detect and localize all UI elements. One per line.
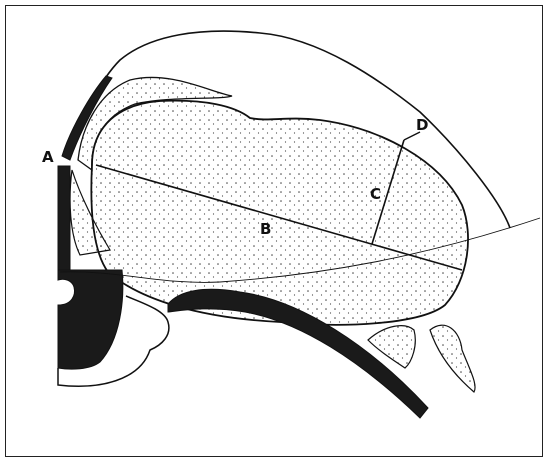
label-a: A (42, 148, 54, 166)
label-c: C (370, 185, 381, 203)
left-dark-column (58, 166, 70, 270)
label-d: D (416, 116, 428, 134)
lower-right-structure-2 (430, 325, 475, 392)
lower-dark-mass (58, 270, 123, 369)
label-b: B (260, 220, 271, 238)
main-oval-body (91, 101, 468, 325)
